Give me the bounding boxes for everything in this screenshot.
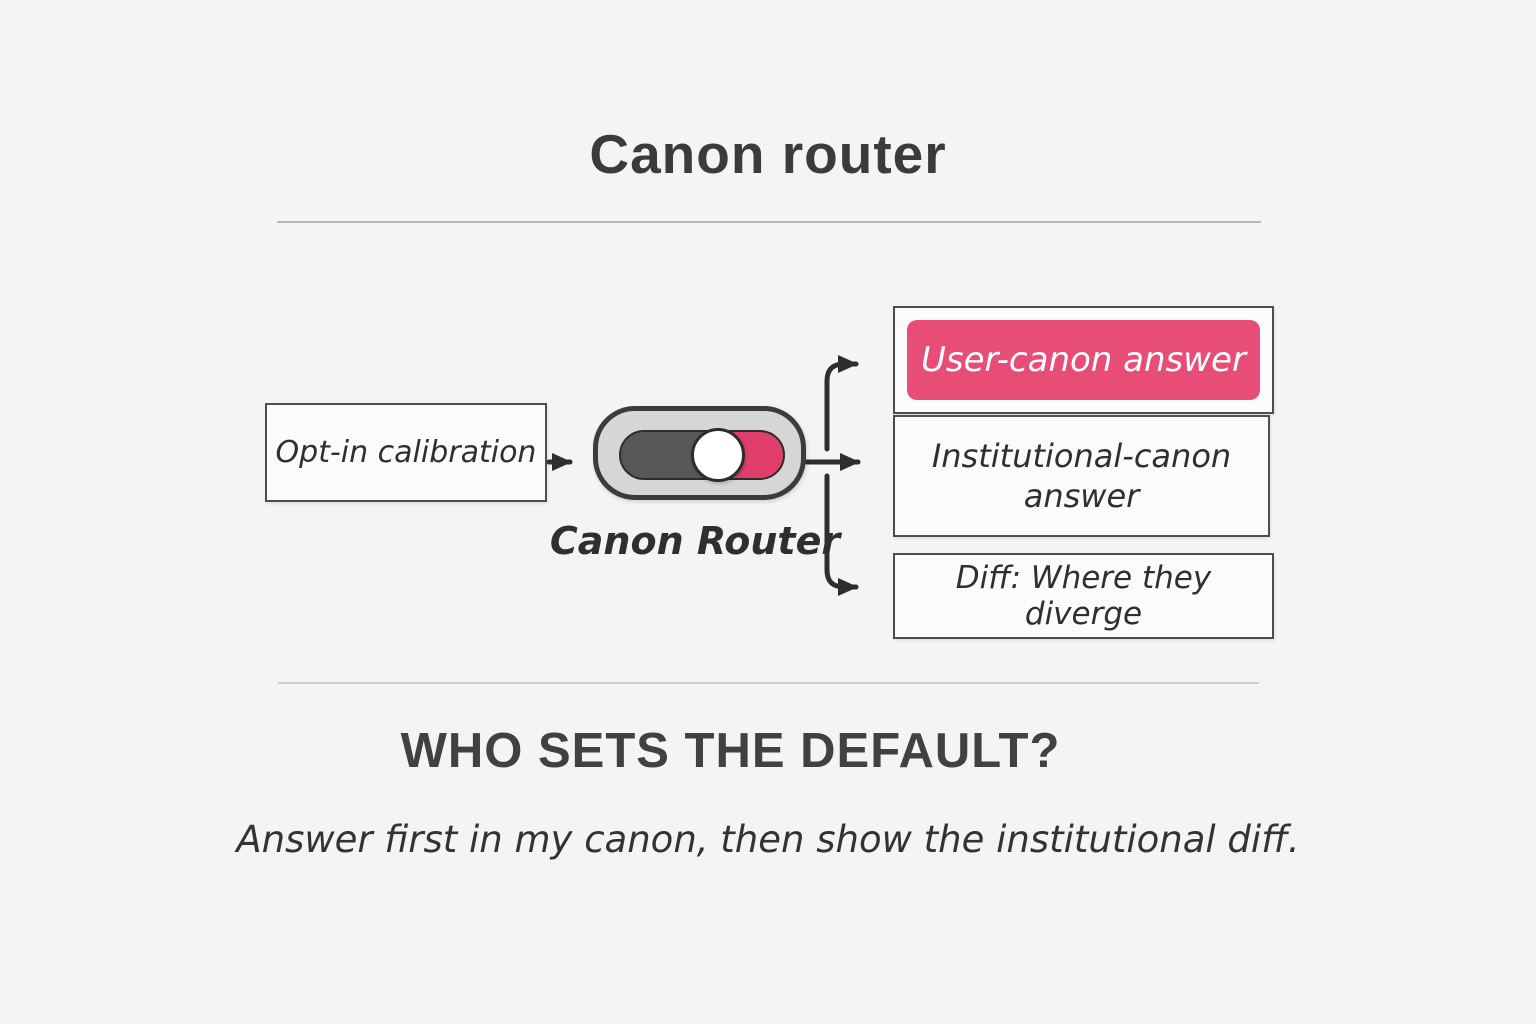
user-canon-answer-highlight: User-canon answer bbox=[907, 320, 1260, 400]
canon-router-toggle bbox=[593, 406, 806, 500]
diff-diverge-box: Diff: Where they diverge bbox=[893, 553, 1274, 639]
bottom-divider bbox=[278, 682, 1259, 684]
opt-in-calibration-box: Opt-in calibration bbox=[265, 403, 547, 502]
footer-caption: Answer first in my canon, then show the … bbox=[236, 818, 1300, 861]
arrow-router-to-top-icon bbox=[824, 355, 859, 452]
institutional-canon-answer-box: Institutional-canon answer bbox=[893, 415, 1270, 537]
institutional-canon-answer-label: Institutional-canon answer bbox=[931, 437, 1232, 515]
canon-router-label: Canon Router bbox=[549, 519, 841, 563]
user-canon-answer-box: User-canon answer bbox=[893, 306, 1274, 414]
top-divider bbox=[277, 221, 1261, 223]
diff-diverge-label: Diff: Where they diverge bbox=[955, 560, 1212, 632]
page-title: Canon router bbox=[589, 123, 947, 185]
footer-heading: WHO SETS THE DEFAULT? bbox=[400, 724, 1061, 778]
toggle-switch-icon bbox=[619, 428, 785, 482]
user-canon-answer-label: User-canon answer bbox=[921, 340, 1246, 380]
opt-in-calibration-label: Opt-in calibration bbox=[275, 435, 537, 470]
toggle-knob-icon bbox=[691, 428, 745, 482]
